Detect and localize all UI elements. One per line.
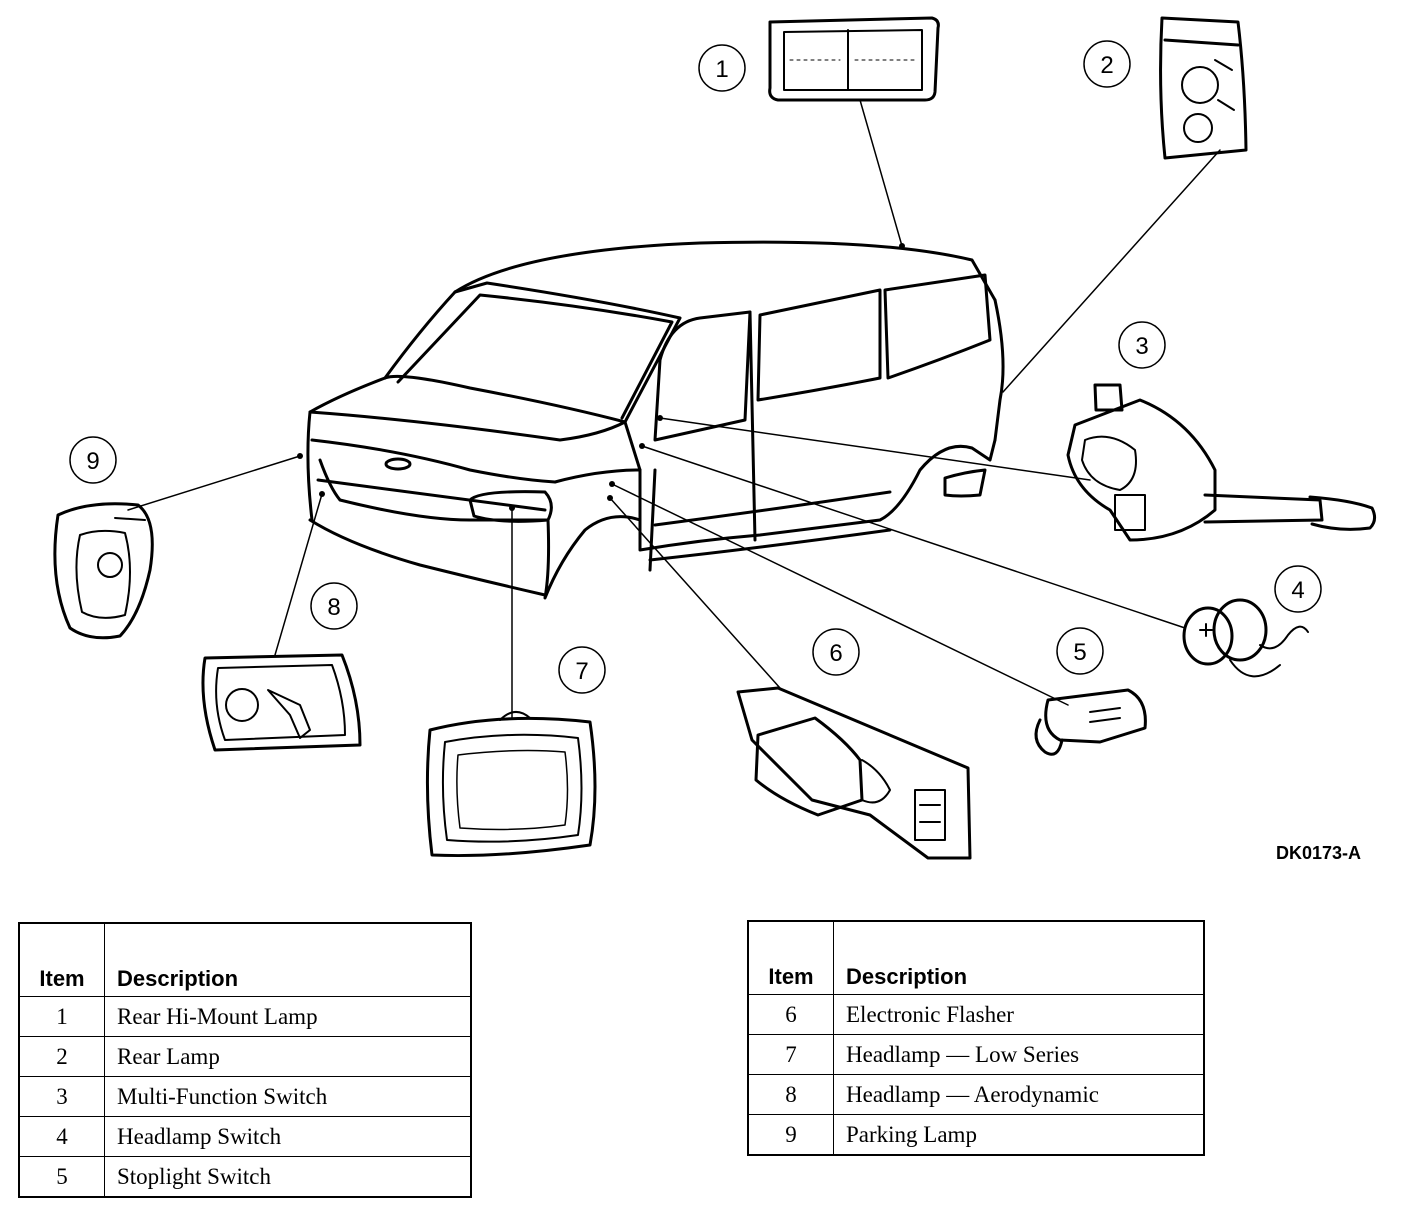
callout-8: 8 [310, 582, 358, 630]
column-header-description: Description [833, 920, 1205, 995]
item-number: 8 [747, 1074, 834, 1115]
callout-1: 1 [698, 44, 746, 92]
headlamp-switch-illustration [1182, 598, 1309, 678]
legend-header-row: Item Description [747, 920, 1205, 995]
item-number: 4 [18, 1116, 105, 1157]
item-description: Rear Lamp [104, 1036, 472, 1077]
leader-line-8 [274, 493, 323, 656]
item-number: 9 [747, 1114, 834, 1156]
callout-5: 5 [1056, 627, 1104, 675]
headlamp-aerodynamic-illustration [201, 653, 362, 752]
column-header-item: Item [747, 920, 834, 995]
electronic-flasher-illustration [736, 686, 972, 860]
component-location-diagram: 1 2 3 4 5 6 7 8 9 [53, 16, 1377, 860]
item-description: Headlamp — Low Series [833, 1034, 1205, 1075]
leader-lines [127, 99, 1221, 719]
item-number: 7 [747, 1034, 834, 1075]
leader-dots [297, 243, 905, 511]
leader-line-9 [127, 455, 301, 511]
rear-lamp-illustration [1159, 16, 1248, 160]
leader-line-3 [659, 417, 1091, 481]
callout-9: 9 [69, 436, 117, 484]
svg-text:4: 4 [1291, 577, 1304, 604]
legend-header-row: Item Description [18, 922, 472, 997]
item-description: Headlamp Switch [104, 1116, 472, 1157]
stoplight-switch-illustration [1034, 688, 1147, 756]
figure-code: DK0173-A [1276, 843, 1362, 863]
leader-line-4 [641, 445, 1186, 629]
svg-text:5: 5 [1073, 639, 1086, 666]
headlamp-low-series-illustration [425, 711, 597, 858]
svg-text:7: 7 [575, 658, 588, 685]
column-header-description: Description [104, 922, 472, 997]
rear-hi-mount-lamp-illustration [768, 16, 940, 102]
callout-3: 3 [1118, 321, 1166, 369]
svg-text:3: 3 [1135, 333, 1148, 360]
leader-line-2 [1002, 149, 1221, 393]
multi-function-switch-illustration [1066, 383, 1377, 542]
item-number: 1 [18, 996, 105, 1037]
parking-lamp-illustration [53, 502, 154, 640]
item-description: Electronic Flasher [833, 994, 1205, 1035]
leader-line-6 [609, 497, 781, 689]
item-description: Rear Hi-Mount Lamp [104, 996, 472, 1037]
callout-7: 7 [558, 646, 606, 694]
item-description: Headlamp — Aerodynamic [833, 1074, 1205, 1115]
item-description: Parking Lamp [833, 1114, 1205, 1156]
callout-4: 4 [1274, 565, 1322, 613]
leader-line-5 [611, 483, 1069, 706]
item-number: 5 [18, 1156, 105, 1198]
van-illustration [306, 240, 1005, 600]
svg-text:1: 1 [715, 56, 728, 83]
column-header-item: Item [18, 922, 105, 997]
item-number: 3 [18, 1076, 105, 1117]
callout-6: 6 [812, 628, 860, 676]
svg-text:9: 9 [86, 448, 99, 475]
svg-text:8: 8 [327, 594, 340, 621]
svg-text:2: 2 [1100, 52, 1113, 79]
item-description: Stoplight Switch [104, 1156, 472, 1198]
svg-text:6: 6 [829, 640, 842, 667]
item-number: 2 [18, 1036, 105, 1077]
item-description: Multi-Function Switch [104, 1076, 472, 1117]
callout-2: 2 [1083, 40, 1131, 88]
leader-line-1 [859, 99, 903, 247]
item-number: 6 [747, 994, 834, 1035]
